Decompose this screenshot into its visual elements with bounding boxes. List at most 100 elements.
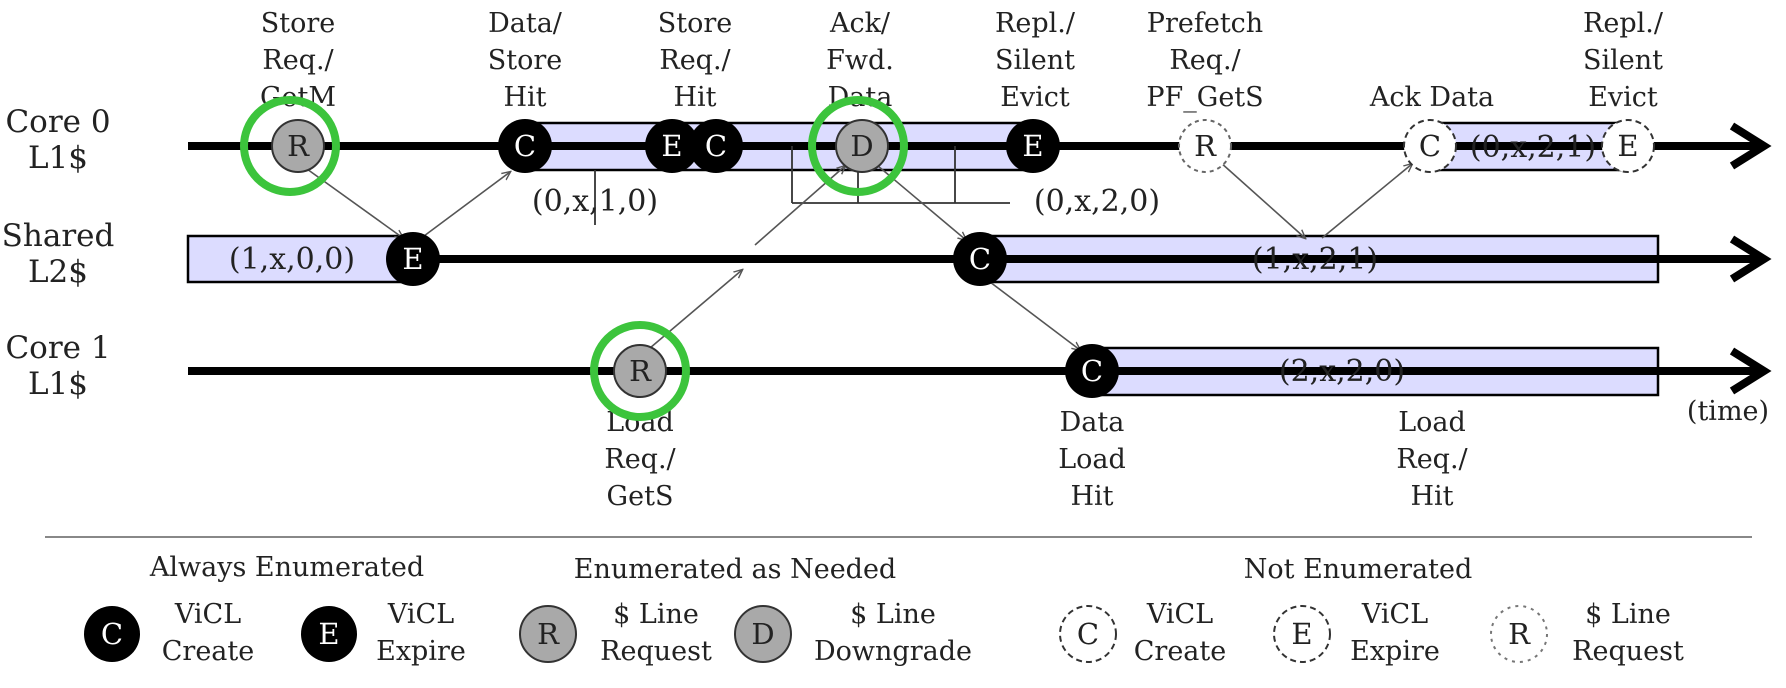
- legend-item-line-downgrade: D $ Line Downgrade: [734, 599, 972, 667]
- event-request-node: R: [613, 344, 667, 398]
- svg-text:C: C: [705, 129, 727, 163]
- event-create-node-not-enumerated: C: [1403, 119, 1457, 173]
- tuple-l2-b: (1,x,2,1): [1252, 242, 1378, 277]
- svg-text:C: C: [1081, 354, 1103, 388]
- svg-text:ViCL: ViCL: [174, 599, 241, 630]
- svg-text:E: E: [1291, 617, 1312, 651]
- svg-text:Prefetch: Prefetch: [1147, 8, 1263, 39]
- tuple-core1-a: (2,x,2,0): [1279, 354, 1405, 389]
- svg-text:Req./: Req./: [262, 45, 334, 76]
- svg-text:ViCL: ViCL: [387, 599, 454, 630]
- legend-item-vicl-create: C ViCL Create: [84, 599, 254, 667]
- annotation-load-req-hit: Load Req./ Hit: [1396, 407, 1468, 512]
- svg-text:Repl./: Repl./: [995, 8, 1076, 39]
- svg-text:R: R: [537, 617, 560, 651]
- timeline-l2: [413, 235, 1772, 283]
- svg-text:L1$: L1$: [28, 140, 88, 176]
- arrow-l2-to-core0: [423, 172, 510, 237]
- svg-text:Req./: Req./: [604, 444, 676, 475]
- highlight-ring: [240, 96, 340, 196]
- svg-text:R: R: [629, 354, 652, 388]
- svg-text:Expire: Expire: [1350, 636, 1440, 667]
- event-downgrade-node: D: [835, 119, 889, 173]
- svg-text:C: C: [969, 242, 991, 276]
- annotation-data-load-hit: Data Load Hit: [1058, 407, 1126, 512]
- annotation-store-req-hit: Store Req./ Hit: [658, 8, 733, 113]
- event-expire-node: E: [386, 232, 440, 286]
- annotation-store-req-getm: Store Req./ GetM: [260, 8, 336, 113]
- svg-text:$ Line: $ Line: [850, 599, 936, 630]
- legend-heading-not: Not Enumerated: [1244, 554, 1473, 585]
- svg-text:Store: Store: [658, 8, 733, 39]
- svg-text:Hit: Hit: [673, 82, 716, 113]
- band-l2-a: [186, 234, 415, 284]
- legend-item-vicl-expire-dashed: E ViCL Expire: [1273, 599, 1440, 667]
- svg-text:$ Line: $ Line: [1585, 599, 1671, 630]
- svg-text:Hit: Hit: [1410, 481, 1453, 512]
- svg-text:Req./: Req./: [1169, 45, 1241, 76]
- svg-text:L1$: L1$: [28, 366, 88, 402]
- annotation-repl-silent-evict-1: Repl./ Silent Evict: [995, 8, 1076, 113]
- event-expire-node: E: [1006, 119, 1060, 173]
- svg-text:Downgrade: Downgrade: [814, 636, 972, 667]
- svg-text:C: C: [1077, 617, 1099, 651]
- svg-text:Repl./: Repl./: [1583, 8, 1664, 39]
- svg-text:ViCL: ViCL: [1361, 599, 1428, 630]
- svg-text:Core 1: Core 1: [5, 330, 110, 366]
- svg-text:ViCL: ViCL: [1146, 599, 1213, 630]
- svg-text:Load: Load: [1398, 407, 1466, 438]
- svg-text:Data/: Data/: [488, 8, 563, 39]
- svg-text:Create: Create: [162, 636, 254, 667]
- svg-text:Request: Request: [600, 636, 712, 667]
- tuple-core0-c: (0,x,2,1): [1470, 130, 1596, 165]
- arrow-l2-to-core0-fwd: [754, 166, 845, 246]
- svg-text:Fwd.: Fwd.: [826, 45, 894, 76]
- svg-text:Silent: Silent: [1583, 45, 1663, 76]
- legend-item-line-request: R $ Line Request: [519, 599, 712, 667]
- row-label-shared-l2: Shared L2$: [2, 218, 115, 290]
- svg-text:E: E: [661, 129, 682, 163]
- svg-text:Store: Store: [488, 45, 563, 76]
- svg-text:Ack/: Ack/: [829, 8, 891, 39]
- event-create-node: C: [953, 232, 1007, 286]
- tuple-core0-a: (0,x,1,0): [532, 184, 658, 219]
- svg-text:Hit: Hit: [503, 82, 546, 113]
- legend-heading-always: Always Enumerated: [149, 552, 424, 583]
- event-request-node: R: [271, 119, 325, 173]
- event-expire-node-not-enumerated: E: [1601, 119, 1655, 173]
- svg-text:C: C: [101, 617, 123, 651]
- legend-heading-needed: Enumerated as Needed: [574, 554, 896, 585]
- legend-item-vicl-create-dashed: C ViCL Create: [1059, 599, 1226, 667]
- timeline-core1: [188, 347, 1772, 395]
- svg-text:Evict: Evict: [1588, 82, 1658, 113]
- annotation-data-store-hit: Data/ Store Hit: [488, 8, 563, 113]
- svg-text:R: R: [287, 129, 310, 163]
- svg-text:Evict: Evict: [1000, 82, 1070, 113]
- svg-text:$ Line: $ Line: [613, 599, 699, 630]
- highlight-ring: [590, 321, 690, 421]
- svg-text:E: E: [402, 242, 423, 276]
- arrow-prefetch-to-l2: [1219, 161, 1305, 238]
- event-create-node: C: [1065, 344, 1119, 398]
- svg-text:Core 0: Core 0: [5, 104, 110, 140]
- svg-text:Hit: Hit: [1070, 481, 1113, 512]
- row-label-core0: Core 0 L1$: [5, 104, 110, 176]
- svg-text:Expire: Expire: [376, 636, 466, 667]
- svg-text:D: D: [751, 617, 774, 651]
- svg-text:E: E: [318, 617, 339, 651]
- svg-text:Shared: Shared: [2, 218, 115, 254]
- arrow-l2-to-core1: [989, 281, 1080, 350]
- tuple-l2-a: (1,x,0,0): [229, 242, 355, 277]
- svg-text:C: C: [514, 129, 536, 163]
- svg-text:Store: Store: [261, 8, 336, 39]
- svg-text:Req./: Req./: [659, 45, 731, 76]
- svg-text:R: R: [1508, 617, 1531, 651]
- highlight-ring: [808, 96, 908, 196]
- svg-text:Load: Load: [1058, 444, 1126, 475]
- legend-item-line-request-dotted: R $ Line Request: [1490, 599, 1684, 667]
- annotation-repl-silent-evict-2: Repl./ Silent Evict: [1583, 8, 1664, 113]
- svg-text:E: E: [1022, 129, 1043, 163]
- arrow-getm-to-l2: [299, 163, 403, 238]
- time-label: (time): [1687, 396, 1769, 427]
